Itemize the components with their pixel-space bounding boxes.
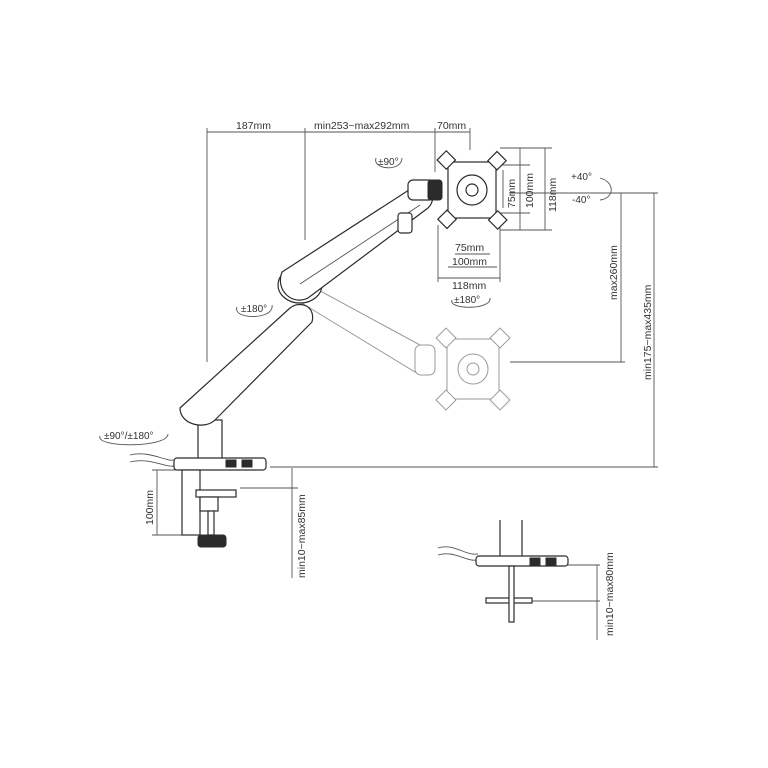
angle-tilt-down: -40° [572, 195, 590, 206]
angle-base-swivel: ±90°/±180° [104, 431, 154, 442]
labels: 187mm min253~max292mm 70mm 75mm 100mm 11… [104, 120, 654, 636]
angle-rotation: ±180° [454, 295, 480, 306]
dim-vesa-inner-h: 75mm [506, 179, 518, 208]
dim-vesa-outer-w: 100mm [452, 256, 487, 268]
dim-vertical-travel: max260mm [608, 245, 620, 300]
dim-arm-reach-base: 187mm [236, 120, 271, 132]
dim-clamp-range: min10~max85mm [296, 494, 308, 578]
angle-arm-swivel: ±180° [241, 304, 267, 315]
dim-vesa-outer-h: 100mm [524, 173, 536, 208]
dim-arm-reach-range: min253~max292mm [314, 120, 410, 132]
lower-arm-position [299, 279, 511, 411]
dim-height-range: min175~max435mm [642, 284, 654, 380]
grommet-base [437, 520, 569, 623]
rotation-arrows [99, 157, 612, 446]
dim-plate-h: 118mm [547, 178, 559, 212]
clamp-base [129, 453, 267, 548]
dim-clamp-height: 100mm [144, 490, 156, 525]
dim-plate-w: 118mm [452, 280, 486, 292]
angle-head-swivel: ±90° [378, 157, 399, 168]
vesa-plate [436, 149, 508, 231]
monitor-arm [179, 179, 443, 463]
dim-vesa-inner-w: 75mm [455, 242, 484, 254]
dim-grommet-range: min10~max80mm [604, 552, 616, 636]
dim-head-offset: 70mm [437, 120, 466, 132]
angle-tilt-up: +40° [571, 172, 592, 183]
dimension-lines [152, 128, 658, 640]
